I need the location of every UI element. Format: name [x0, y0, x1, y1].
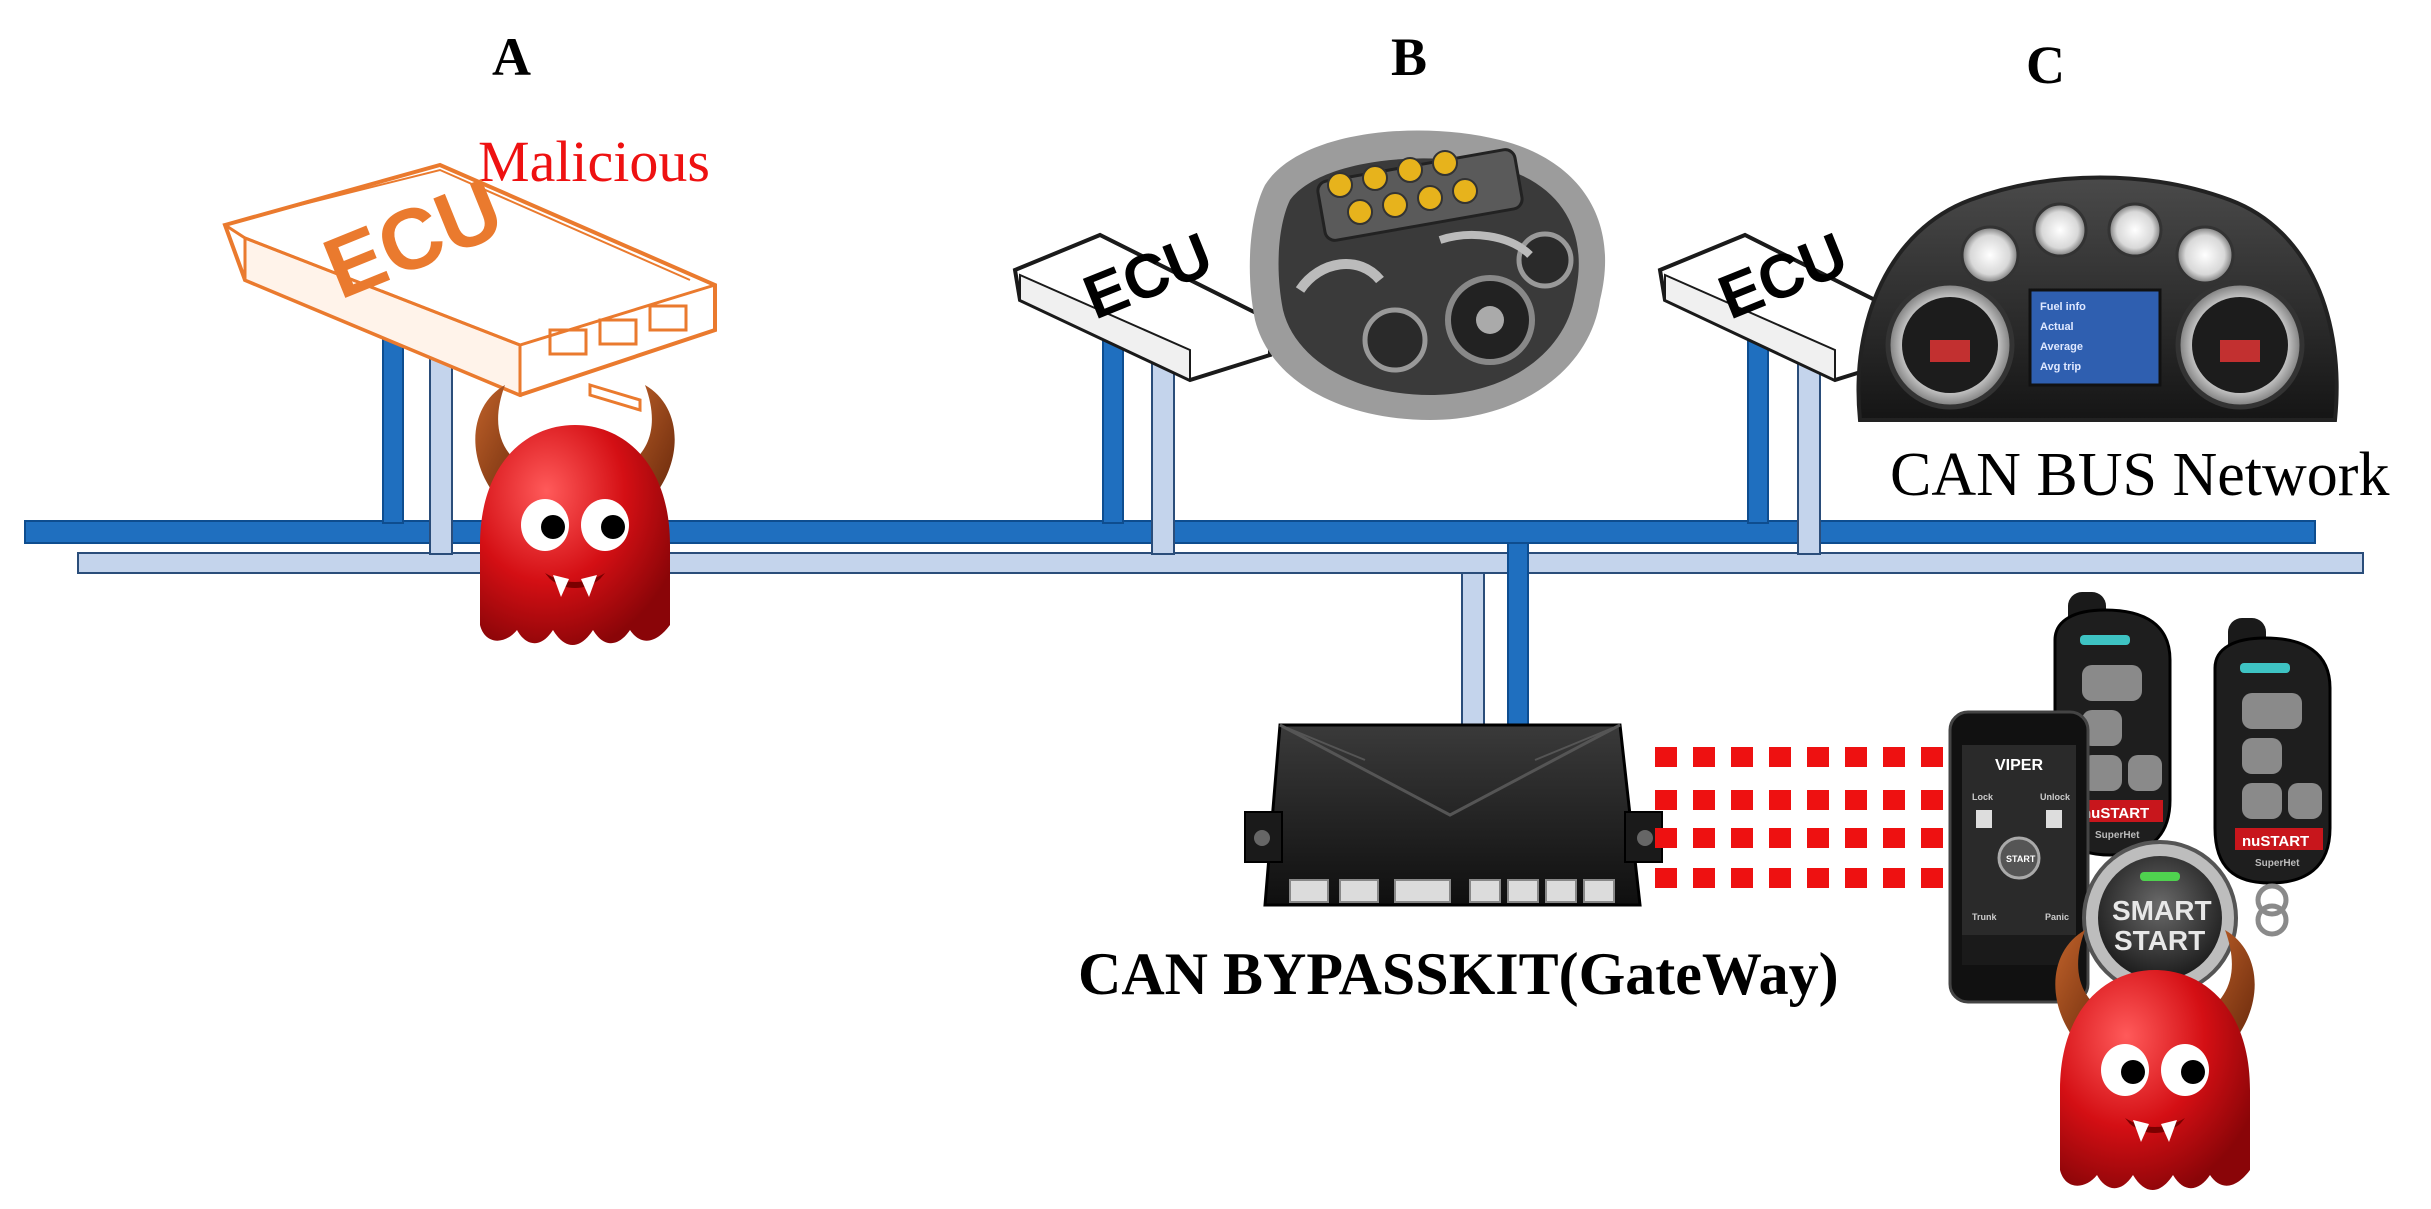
phone-brand: VIPER	[1995, 757, 2043, 774]
node-b-drop-low	[1151, 349, 1175, 555]
fob-2-sub: SuperHet	[2255, 858, 2300, 869]
dashboard-image: Fuel info Actual Average Avg trip	[1856, 175, 2339, 422]
node-a-label: A	[492, 27, 531, 87]
dash-line-2: Actual	[2040, 321, 2074, 333]
smart-label: SMART	[2112, 895, 2212, 926]
dash-line-1: Fuel info	[2040, 301, 2086, 313]
gateway-box	[1244, 723, 1663, 907]
gateway-label: CAN BYPASSKIT(GateWay)	[1078, 941, 1839, 1007]
node-c-drop-low	[1797, 345, 1821, 555]
fob-2-brand: nuSTART	[2242, 833, 2309, 850]
phone-start: START	[2006, 854, 2036, 864]
engine-image	[1249, 130, 1606, 420]
dash-line-3: Average	[2040, 341, 2083, 353]
fob-1-brand: nuSTART	[2082, 805, 2149, 822]
ecu-b: ECU	[1012, 220, 1272, 383]
devil-attacker-icon	[475, 385, 675, 645]
smartphone-image: VIPER Lock Unlock START Trunk Panic	[1948, 710, 2090, 1004]
ecu-c: ECU	[1657, 220, 1917, 383]
node-a-drop-low	[429, 349, 453, 555]
gateway-drop-high	[1507, 542, 1529, 726]
fob-1-sub: SuperHet	[2095, 830, 2140, 841]
wireless-signal	[1655, 747, 1960, 888]
phone-panic: Panic	[2045, 912, 2069, 922]
gateway-drop-low	[1461, 572, 1485, 726]
smart-start-button-image: SMART START	[2082, 840, 2238, 996]
phone-trunk: Trunk	[1972, 912, 1997, 922]
can-bus-low-line	[77, 552, 2364, 574]
smart-start-label: START	[2114, 925, 2205, 956]
phone-unlock: Unlock	[2040, 792, 2071, 802]
node-c-label: C	[2026, 35, 2065, 95]
dashboard-screen	[2028, 288, 2162, 387]
dash-line-4: Avg trip	[2040, 361, 2081, 373]
key-fob-2: nuSTART SuperHet	[2213, 618, 2332, 937]
can-bus-network-label: CAN BUS Network	[1890, 441, 2390, 509]
node-a-drop-high	[382, 327, 404, 524]
malicious-label: Malicious	[478, 129, 710, 194]
ecu-a-malicious: ECU	[222, 161, 717, 413]
node-b-label: B	[1391, 27, 1428, 87]
phone-lock: Lock	[1972, 792, 1994, 802]
